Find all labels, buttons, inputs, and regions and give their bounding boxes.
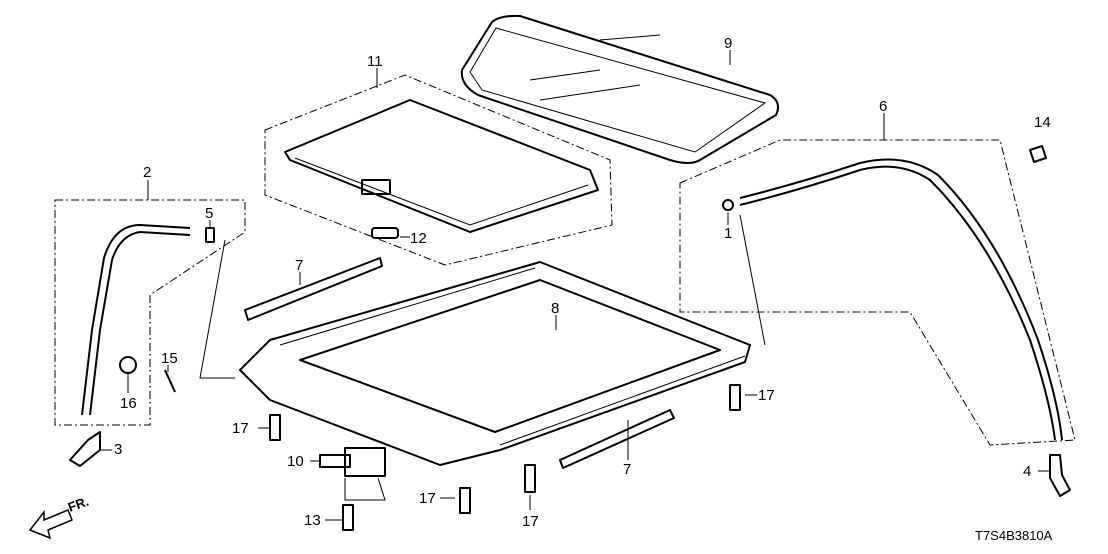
leader-lines (100, 50, 1050, 521)
front-direction-arrow: FR. (28, 494, 91, 540)
callout-16[interactable]: 16 (120, 395, 137, 412)
part-drain-tube-2[interactable] (81, 224, 191, 416)
drain-box-2 (54, 199, 246, 426)
callout-2[interactable]: 2 (143, 164, 151, 181)
part-clip-14[interactable] (1029, 145, 1047, 163)
part-spring-15[interactable] (164, 369, 176, 393)
callout-8[interactable]: 8 (551, 300, 559, 317)
part-drain-tube-6[interactable] (739, 158, 1063, 441)
callout-5[interactable]: 5 (205, 205, 213, 222)
callout-6[interactable]: 6 (879, 98, 887, 115)
part-frame-8[interactable] (239, 261, 751, 466)
callout-9[interactable]: 9 (724, 35, 732, 52)
callout-7b[interactable]: 7 (623, 461, 631, 478)
diagram-code: T7S4B3810A (975, 528, 1053, 543)
callout-13[interactable]: 13 (304, 512, 321, 529)
callout-11[interactable]: 11 (367, 53, 383, 70)
callout-17d[interactable]: 17 (522, 513, 539, 530)
bolts-17[interactable] (269, 384, 741, 531)
sunshade-box-11 (264, 74, 613, 266)
part-glass-9[interactable] (460, 14, 779, 164)
part-handle-12[interactable] (371, 227, 399, 239)
part-seal-7b[interactable] (559, 409, 675, 469)
callout-10[interactable]: 10 (287, 453, 304, 470)
part-clip-1[interactable] (722, 199, 734, 211)
part-elbow-3[interactable] (69, 431, 101, 467)
callout-12[interactable]: 12 (410, 230, 427, 247)
callout-7a[interactable]: 7 (295, 257, 303, 274)
part-grommet-16[interactable] (119, 356, 137, 374)
drain-box-6 (679, 139, 1076, 446)
part-elbow-4[interactable] (1049, 454, 1071, 497)
front-label: FR. (66, 494, 91, 515)
callout-17b[interactable]: 17 (232, 420, 249, 437)
callout-17c[interactable]: 17 (419, 490, 436, 507)
callout-14[interactable]: 14 (1034, 114, 1051, 131)
callout-3[interactable]: 3 (114, 441, 122, 458)
part-motor-10[interactable] (319, 447, 386, 477)
part-clip-5[interactable] (205, 227, 215, 243)
part-seal-7a[interactable] (244, 257, 383, 321)
callout-4[interactable]: 4 (1023, 463, 1031, 480)
part-sunshade-11[interactable] (284, 99, 599, 233)
callout-17a[interactable]: 17 (758, 387, 775, 404)
callout-15[interactable]: 15 (161, 350, 178, 367)
callout-1[interactable]: 1 (724, 225, 732, 242)
